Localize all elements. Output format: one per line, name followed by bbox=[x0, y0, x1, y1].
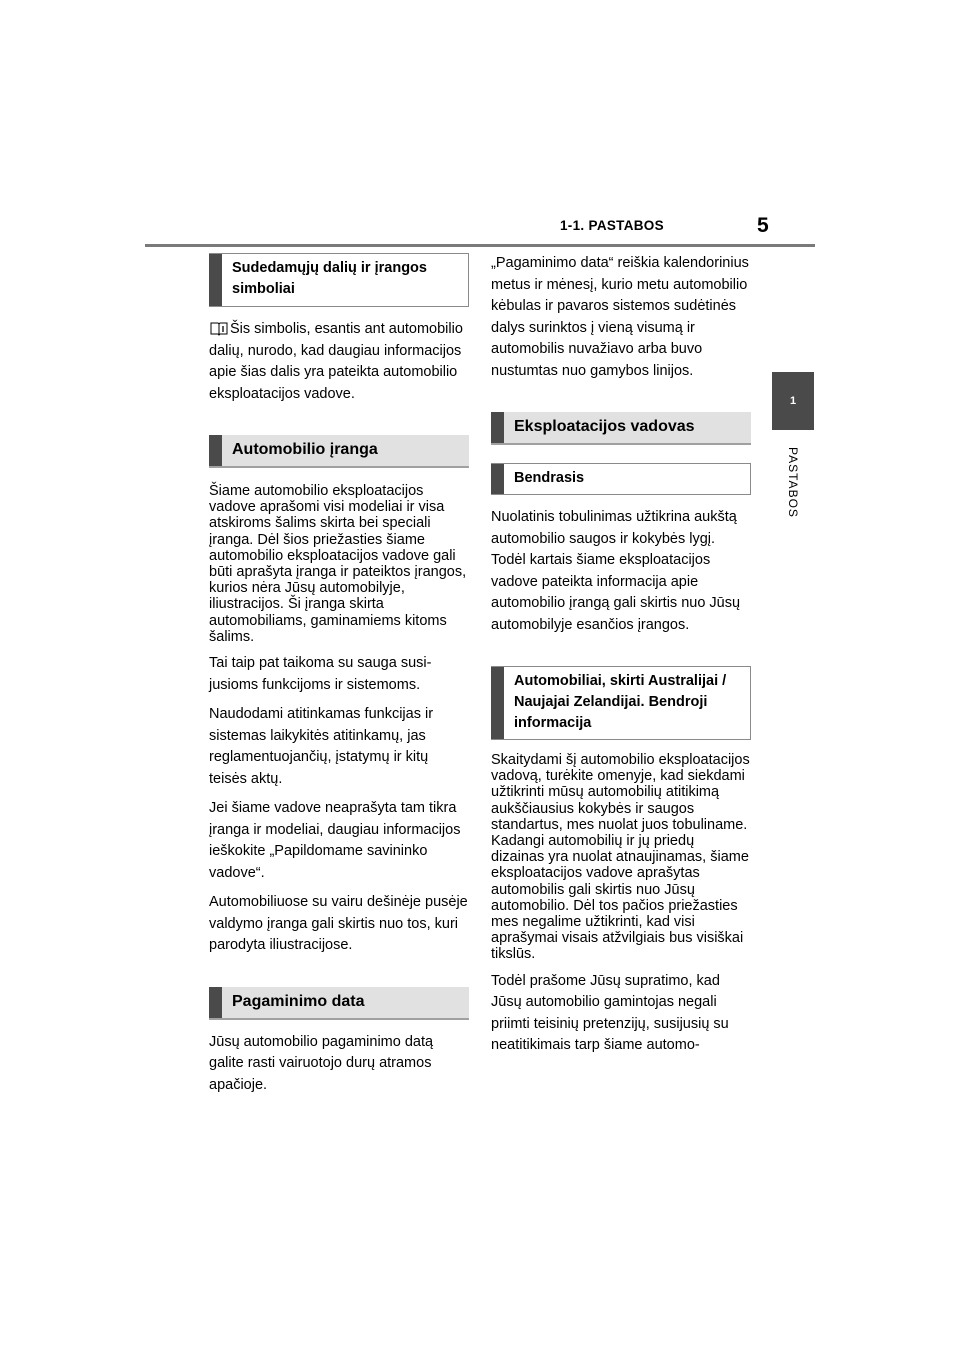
chapter-tab[interactable]: 1 bbox=[772, 372, 814, 430]
general-paragraph: Nuolatinis tobulinimas užtikrina aukštą … bbox=[491, 509, 741, 633]
manual-heading: Eksploatacijos vadovas bbox=[491, 412, 751, 445]
australia-paragraph-2: Todėl prašome Jūsų supratimo, kad Jūsų a… bbox=[491, 972, 729, 1054]
manual-heading-text: Eksploatacijos vadovas bbox=[514, 418, 695, 435]
australia-heading-text: Automobiliai, skirti Australi­jai / Nauj… bbox=[514, 673, 727, 731]
symbols-heading: Sudedamųjų dalių ir įrangos simboliai bbox=[209, 253, 469, 307]
equipment-paragraph-4: Jei šiame vadove neaprašyta tam tikra įr… bbox=[209, 800, 461, 881]
chapter-label: PASTABOS bbox=[786, 446, 800, 518]
general-heading-text: Bendrasis bbox=[514, 470, 585, 486]
symbols-heading-text: Sudedamųjų dalių ir įrangos simboliai bbox=[232, 260, 427, 297]
production-meaning-paragraph: „Pagaminimo data“ reiškia kalendo­rinius… bbox=[491, 255, 749, 379]
production-heading-text: Pagaminimo data bbox=[232, 992, 365, 1010]
australia-heading: Automobiliai, skirti Australi­jai / Nauj… bbox=[491, 666, 751, 740]
symbols-text: Šis simbolis, esantis ant auto­mobilio d… bbox=[209, 321, 463, 402]
chapter-number: 1 bbox=[789, 395, 797, 407]
symbols-paragraph: Šis simbolis, esantis ant auto­mobilio d… bbox=[209, 319, 469, 405]
left-column: Sudedamųjų dalių ir įrangos simboliai Ši… bbox=[209, 253, 469, 1096]
equipment-paragraph-5: Automobiliuose su vairu dešinėje pusėje … bbox=[209, 894, 468, 954]
section-title: 1-1. PASTABOS bbox=[560, 218, 664, 233]
equipment-paragraph-3: Naudodami atitinkamas funkcijas ir siste… bbox=[209, 706, 434, 787]
header-rule bbox=[145, 244, 815, 247]
equipment-heading-text: Automobilio įranga bbox=[232, 441, 378, 458]
production-heading: Pagaminimo data bbox=[209, 986, 469, 1020]
production-paragraph: Jūsų automobilio pagaminimo datą galite … bbox=[209, 1033, 434, 1093]
book-icon bbox=[210, 322, 228, 336]
page-number: 5 bbox=[757, 214, 769, 237]
equipment-heading: Automobilio įranga bbox=[209, 435, 469, 468]
equipment-paragraph-1: Šiame automobilio eksploatacijos vadove … bbox=[209, 483, 467, 645]
australia-paragraph-1: Skaitydami šį automobilio eksploa­tacijo… bbox=[491, 752, 750, 963]
equipment-paragraph-2: Tai taip pat taikoma su sauga susi­jusio… bbox=[209, 655, 432, 693]
general-heading: Bendrasis bbox=[491, 463, 751, 495]
right-column: „Pagaminimo data“ reiškia kalendo­rinius… bbox=[491, 253, 751, 1057]
